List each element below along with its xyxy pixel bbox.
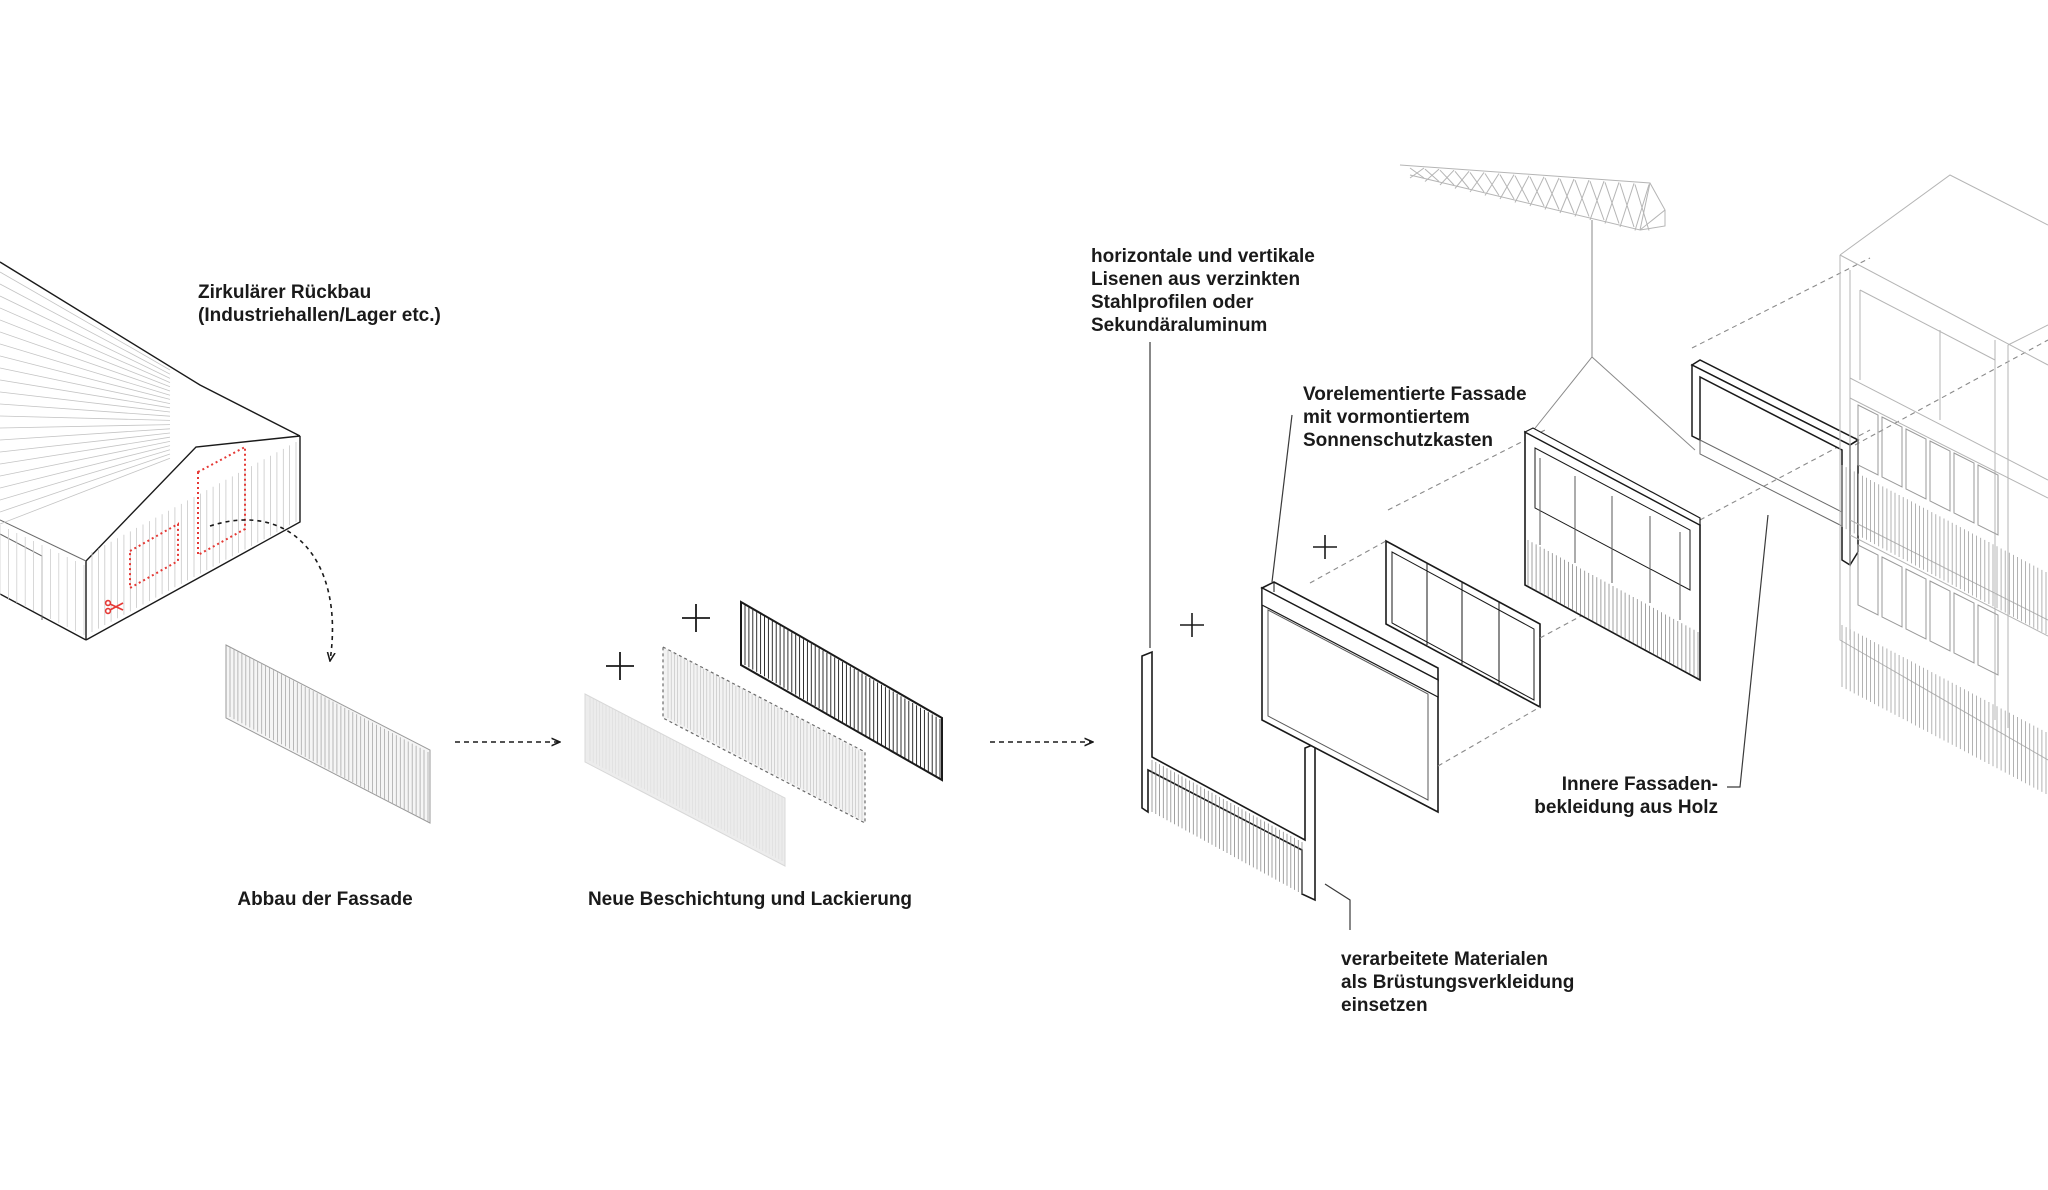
crane-jib <box>1399 164 1696 451</box>
leader-vorelementiert <box>1271 414 1293 583</box>
roof-hatch-line <box>0 453 171 513</box>
roof-hatch-line <box>0 415 171 421</box>
hall-wall-ribs <box>0 525 85 635</box>
building-window <box>1857 544 1879 616</box>
crane-lattice-bar <box>1559 178 1575 214</box>
building-window <box>1905 568 1927 640</box>
roof-hatch-line <box>0 331 171 392</box>
building-window <box>1953 592 1975 664</box>
crane-lattice-bar <box>1469 172 1485 193</box>
window-frame-element <box>1385 539 1541 709</box>
building-window <box>1977 604 1999 676</box>
crane-lattice-bar <box>1619 183 1635 228</box>
leader-lines <box>1149 342 1769 930</box>
roof-hatch-line <box>0 441 171 477</box>
roof-hatch-line <box>0 367 171 404</box>
crane-lattice-bar <box>1439 169 1455 186</box>
building-window <box>1953 452 1975 524</box>
crane-lattice-bar <box>1574 179 1590 217</box>
inner-wood-cladding <box>1690 359 1860 567</box>
removed-facade-panel <box>225 644 431 824</box>
leader-innere <box>1727 514 1769 788</box>
roof-hatch-line <box>0 403 171 417</box>
hall-roof-hatch <box>0 271 171 525</box>
leader-materialien <box>1324 883 1351 930</box>
roof-hatch-line <box>0 355 171 400</box>
cut-panel-small <box>129 522 179 590</box>
hall-gable-ribs <box>91 442 297 632</box>
roof-hatch-line <box>0 295 171 379</box>
roof-hatch-line <box>0 436 171 465</box>
label-verarbeitete-materialien: verarbeitete Materialen als Brüstungsver… <box>1341 949 1575 1016</box>
building-window <box>1977 464 1999 536</box>
crane-lattice-bar <box>1499 174 1515 200</box>
roof-hatch-line <box>0 428 171 441</box>
crane-lattice-bar <box>1424 168 1440 182</box>
label-zirkulaerer-rueckbau: Zirkulärer Rückbau (Industriehallen/Lage… <box>198 282 441 326</box>
scissors-icon <box>104 599 124 615</box>
coating-layers <box>584 600 943 867</box>
plus-icon <box>1180 613 1204 637</box>
roof-hatch-line <box>0 424 171 429</box>
finished-panel <box>740 600 943 782</box>
roof-hatch-line <box>0 391 171 413</box>
hoisted-facade-element <box>1523 427 1701 682</box>
plus-icon <box>682 604 710 632</box>
crane-lattice-bar <box>1529 176 1545 207</box>
building-structure <box>1839 174 2048 761</box>
roof-hatch-line <box>0 379 171 409</box>
cut-panel-large <box>197 445 246 557</box>
roof-hatch-line <box>0 319 171 388</box>
prefab-facade-element <box>1260 581 1439 814</box>
crane-lattice-bar <box>1454 170 1470 189</box>
roof-hatch-line <box>0 271 171 371</box>
crane-lattice-bar <box>1484 173 1500 196</box>
crane-lattice-bar <box>1409 167 1425 179</box>
roof-hatch-line <box>0 445 171 489</box>
cut-panel-outlines <box>129 445 246 590</box>
building-windows <box>1857 404 1999 676</box>
building-window <box>1881 556 1903 628</box>
label-neue-beschichtung: Neue Beschichtung und Lackierung <box>587 889 913 910</box>
crane-lattice-bar <box>1544 177 1560 210</box>
label-lisenen: horizontale und vertikale Lisenen aus ve… <box>1091 246 1315 336</box>
alignment-dashes <box>1309 257 2048 767</box>
hoisted-spandrel-ribs <box>1527 540 1699 678</box>
roof-hatch-line <box>0 432 171 453</box>
building-window <box>1881 416 1903 488</box>
label-innere-fassadenbekleidung: Innere Fassaden- bekleidung aus Holz <box>1534 774 1718 818</box>
plus-icon <box>1313 535 1337 559</box>
crane-lattice-bar <box>1634 184 1650 231</box>
roof-hatch-line <box>0 457 171 525</box>
lisenen-spandrel-ribs <box>1151 760 1303 894</box>
roof-hatch-line <box>0 449 171 501</box>
lisenen-frame <box>1141 650 1316 902</box>
roof-hatch-line <box>0 343 171 396</box>
label-vorelementierte-fassade: Vorelementierte Fassade mit vormontierte… <box>1303 384 1527 451</box>
building-window <box>1905 428 1927 500</box>
building-window <box>1857 404 1879 476</box>
building-spandrel-ribs <box>1841 465 2047 794</box>
building-window <box>1929 440 1951 512</box>
building-window <box>1929 580 1951 652</box>
roof-hatch-line <box>0 307 171 383</box>
crane-lattice-bar <box>1514 175 1530 203</box>
plus-icon <box>606 652 634 680</box>
crane-lattice-bar <box>1589 181 1605 221</box>
roof-hatch-line <box>0 283 171 375</box>
label-abbau-der-fassade: Abbau der Fassade <box>237 889 413 910</box>
removal-curved-arrow <box>209 519 332 661</box>
crane-lattice-bar <box>1604 182 1620 224</box>
